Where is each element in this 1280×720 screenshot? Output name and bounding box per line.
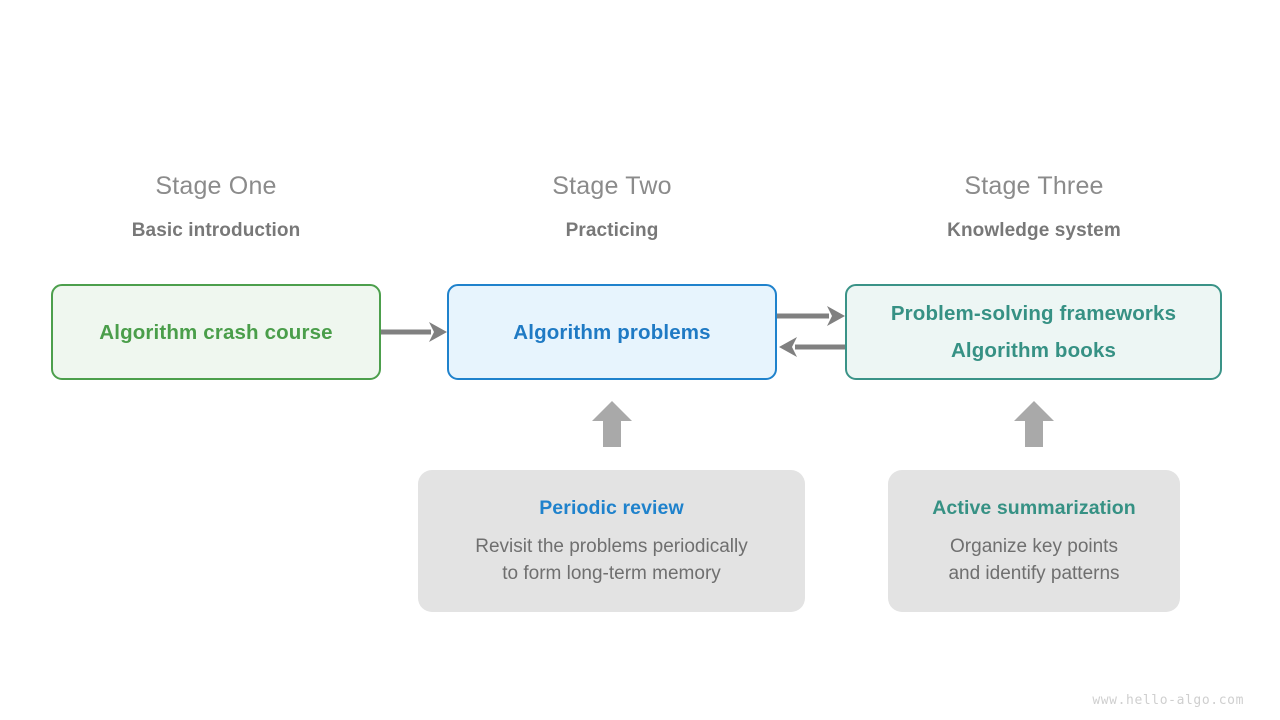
stage-box-line: Algorithm books (950, 339, 1117, 362)
support-box-periodic-review[interactable]: Periodic review Revisit the problems per… (418, 470, 805, 612)
arrow-active-summarization-to-stage-three (1014, 401, 1054, 447)
stage-header-three: Stage Three Knowledge system (869, 171, 1199, 243)
arrow-stage-three-to-stage-two (779, 337, 845, 357)
stage-box-algorithm-problems[interactable]: Algorithm problems (447, 284, 777, 380)
support-desc-line: Revisit the problems periodically (475, 535, 748, 557)
support-desc-line: Organize key points (950, 535, 1118, 557)
stage-box-knowledge-system[interactable]: Problem-solving frameworks Algorithm boo… (845, 284, 1222, 380)
arrow-periodic-review-to-stage-two (592, 401, 632, 447)
stage-title: Stage One (155, 172, 277, 200)
watermark: www.hello-algo.com (1092, 693, 1244, 708)
support-desc-line: to form long-term memory (502, 562, 721, 584)
stage-subtitle: Knowledge system (947, 220, 1121, 241)
stage-header-one: Stage One Basic introduction (51, 171, 381, 243)
stage-title: Stage Two (552, 172, 672, 200)
support-desc-line: and identify patterns (948, 562, 1120, 584)
arrow-stage-two-to-stage-three (777, 306, 845, 326)
arrow-stage-one-to-stage-two (381, 322, 447, 342)
stage-box-line: Problem-solving frameworks (890, 302, 1177, 325)
stage-box-line: Algorithm problems (513, 320, 711, 344)
support-box-description: Organize key points and identify pattern… (948, 533, 1119, 587)
stage-header-two: Stage Two Practicing (447, 171, 777, 243)
stage-title: Stage Three (964, 172, 1104, 200)
stage-box-algorithm-crash-course[interactable]: Algorithm crash course (51, 284, 381, 380)
support-box-title: Active summarization (932, 496, 1136, 519)
support-box-description: Revisit the problems periodically to for… (475, 533, 747, 587)
support-box-title: Periodic review (539, 496, 684, 519)
support-box-active-summarization[interactable]: Active summarization Organize key points… (888, 470, 1180, 612)
stage-subtitle: Basic introduction (131, 220, 301, 241)
stage-box-line: Algorithm crash course (99, 320, 333, 344)
stage-subtitle: Practicing (565, 220, 659, 241)
